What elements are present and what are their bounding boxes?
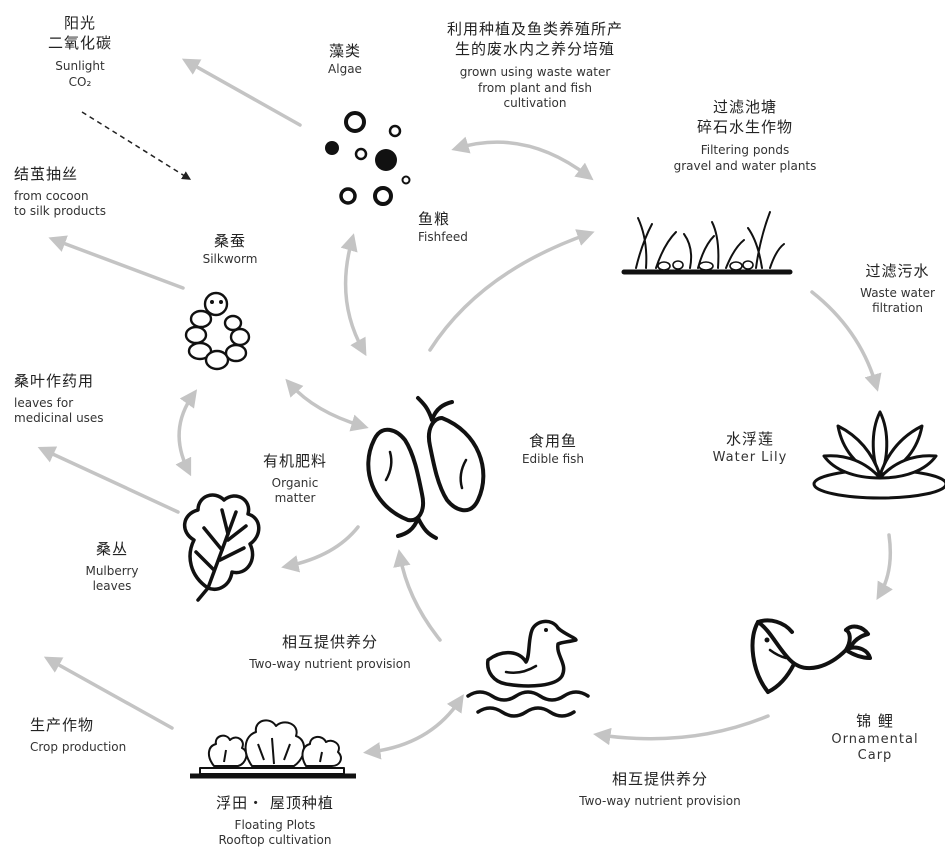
two-way-label-2: 相互提供养分 Two-way nutrient provision — [555, 770, 765, 809]
silkworm-label: 桑蚕 Silkworm — [190, 232, 270, 267]
arrow-silkworm-fish-twoway — [285, 378, 369, 432]
sunlight-label: 阳光 二氧化碳 Sunlight CO₂ — [30, 14, 130, 90]
two-way-2-en: Two-way nutrient provision — [579, 793, 741, 808]
two-way-1-zh: 相互提供养分 — [281, 633, 378, 651]
water-lily-label: 水浮莲 Water Lily — [700, 430, 800, 466]
organic-label: 有机肥料 Organic matter — [250, 452, 340, 507]
filter-ponds-en1: Filtering ponds — [700, 143, 790, 157]
arrow-duck-to-fish — [393, 549, 442, 642]
floating-en2: Rooftop cultivation — [218, 833, 332, 848]
arrow-fish-to-mulberry — [281, 525, 360, 573]
organic-zh: 有机肥料 — [262, 452, 327, 470]
filter-ponds-zh2: 碎石水生作物 — [696, 117, 793, 136]
algae-en: Algae — [328, 61, 362, 76]
fishfeed-en: Fishfeed — [418, 229, 468, 244]
carp-en2: Carp — [857, 748, 893, 764]
arrow-filter-to-lily — [810, 290, 882, 392]
medicinal-zh: 桑叶作药用 — [14, 372, 95, 390]
sunlight-zh1: 阳光 — [63, 14, 96, 32]
arrow-carp-to-duck — [593, 714, 770, 746]
mulberry-label: 桑丛 Mulberry leaves — [72, 540, 152, 595]
edible-fish-en: Edible fish — [521, 451, 585, 466]
lettuce-plot-icon — [190, 719, 356, 779]
sunlight-en2: CO₂ — [68, 74, 92, 89]
cocoon-zh: 结茧抽丝 — [14, 165, 79, 183]
filter-ponds-zh1: 过滤池塘 — [712, 98, 777, 116]
carp-label: 锦 鲤 Ornamental Carp — [815, 712, 935, 765]
wastewater-grown-en3: cultivation — [503, 96, 567, 111]
filter-ponds-en2: gravel and water plants — [673, 158, 817, 173]
edible-fish-label: 食用鱼 Edible fish — [508, 432, 598, 467]
carp-zh: 锦 鲤 — [856, 712, 894, 730]
mulberry-en2: leaves — [92, 579, 132, 594]
wastewater-grown-zh1: 利用种植及鱼类养殖所产 — [446, 20, 623, 38]
koi-pair-icon — [366, 396, 486, 540]
cocoon-en1: from cocoon — [14, 188, 89, 203]
organic-en1: Organic — [271, 475, 319, 490]
filter-ponds-label: 过滤池塘 碎石水生作物 Filtering ponds gravel and w… — [655, 98, 835, 174]
sunlight-en1: Sunlight — [55, 59, 105, 73]
sunlight-zh2: 二氧化碳 — [47, 33, 112, 52]
medicinal-en2: medicinal uses — [14, 411, 104, 426]
waste-filtration-en1: Waste water — [860, 285, 935, 300]
water-lily-icon — [812, 410, 945, 500]
crop-en: Crop production — [30, 739, 127, 754]
arrow-silkworm-to-cocoon — [48, 235, 185, 290]
mulberry-zh: 桑丛 — [95, 540, 128, 558]
arrow-algae-fish-twoway — [340, 233, 367, 357]
mulberry-en1: Mulberry — [85, 563, 139, 578]
wastewater-grown-label: 利用种植及鱼类养殖所产 生的废水内之养分培殖 grown using waste… — [425, 20, 645, 112]
cocoon-en2: to silk products — [14, 204, 106, 219]
water-lily-en: Water Lily — [712, 449, 788, 465]
wastewater-grown-en2: from plant and fish — [478, 80, 592, 95]
floating-en1: Floating Plots — [234, 817, 316, 832]
arrow-sunlight-to-silkworm — [81, 111, 192, 180]
medicinal-label: 桑叶作药用 leaves for medicinal uses — [14, 372, 134, 427]
silkworm-zh: 桑蚕 — [213, 232, 246, 250]
waste-filtration-label: 过滤污水 Waste water filtration — [850, 262, 945, 317]
two-way-label-1: 相互提供养分 Two-way nutrient provision — [225, 633, 435, 672]
algae-bubbles-icon — [325, 111, 411, 206]
carp-en1: Ornamental — [831, 731, 919, 747]
cocoon-label: 结茧抽丝 from cocoon to silk products — [14, 165, 144, 220]
filter-pond-reeds-icon — [621, 211, 793, 275]
wastewater-grown-en1: grown using waste water — [459, 65, 611, 79]
silkworm-en: Silkworm — [202, 251, 258, 266]
medicinal-en1: leaves for — [14, 395, 74, 410]
crop-label: 生产作物 Crop production — [30, 716, 160, 755]
floating-zh: 浮田・ 屋顶种植 — [216, 794, 334, 812]
ornamental-carp-icon — [750, 618, 872, 694]
edible-fish-zh: 食用鱼 — [528, 432, 577, 450]
water-lily-zh: 水浮莲 — [725, 430, 774, 448]
floating-plots-label: 浮田・ 屋顶种植 Floating Plots Rooftop cultivat… — [190, 794, 360, 849]
waste-filtration-en2: filtration — [872, 301, 923, 316]
duck-icon — [466, 619, 590, 718]
arrow-floating-to-crop — [43, 656, 174, 730]
fishfeed-label: 鱼粮 Fishfeed — [418, 210, 498, 245]
wastewater-grown-zh2: 生的废水内之养分培殖 — [454, 39, 615, 58]
algae-label: 藻类 Algae — [310, 42, 380, 77]
arrow-algae-filter-twoway — [451, 136, 594, 181]
arrow-floating-duck-twoway — [363, 694, 464, 760]
arrow-mulberry-to-medicinal — [37, 446, 180, 514]
two-way-1-en: Two-way nutrient provision — [249, 656, 411, 671]
organic-en2: matter — [274, 491, 316, 506]
silkworm-icon — [184, 291, 251, 371]
waste-filtration-zh: 过滤污水 — [865, 262, 930, 280]
fishfeed-zh: 鱼粮 — [418, 210, 451, 228]
crop-zh: 生产作物 — [30, 716, 95, 734]
two-way-2-zh: 相互提供养分 — [611, 770, 708, 788]
arrow-algae-to-sunlight — [181, 58, 302, 127]
arrow-silkworm-mulberry-twoway — [175, 389, 198, 477]
arrow-fish-to-filter — [428, 229, 595, 352]
arrow-lily-to-carp — [876, 533, 893, 601]
oak-leaf-icon — [183, 493, 261, 602]
algae-zh: 藻类 — [328, 42, 361, 60]
